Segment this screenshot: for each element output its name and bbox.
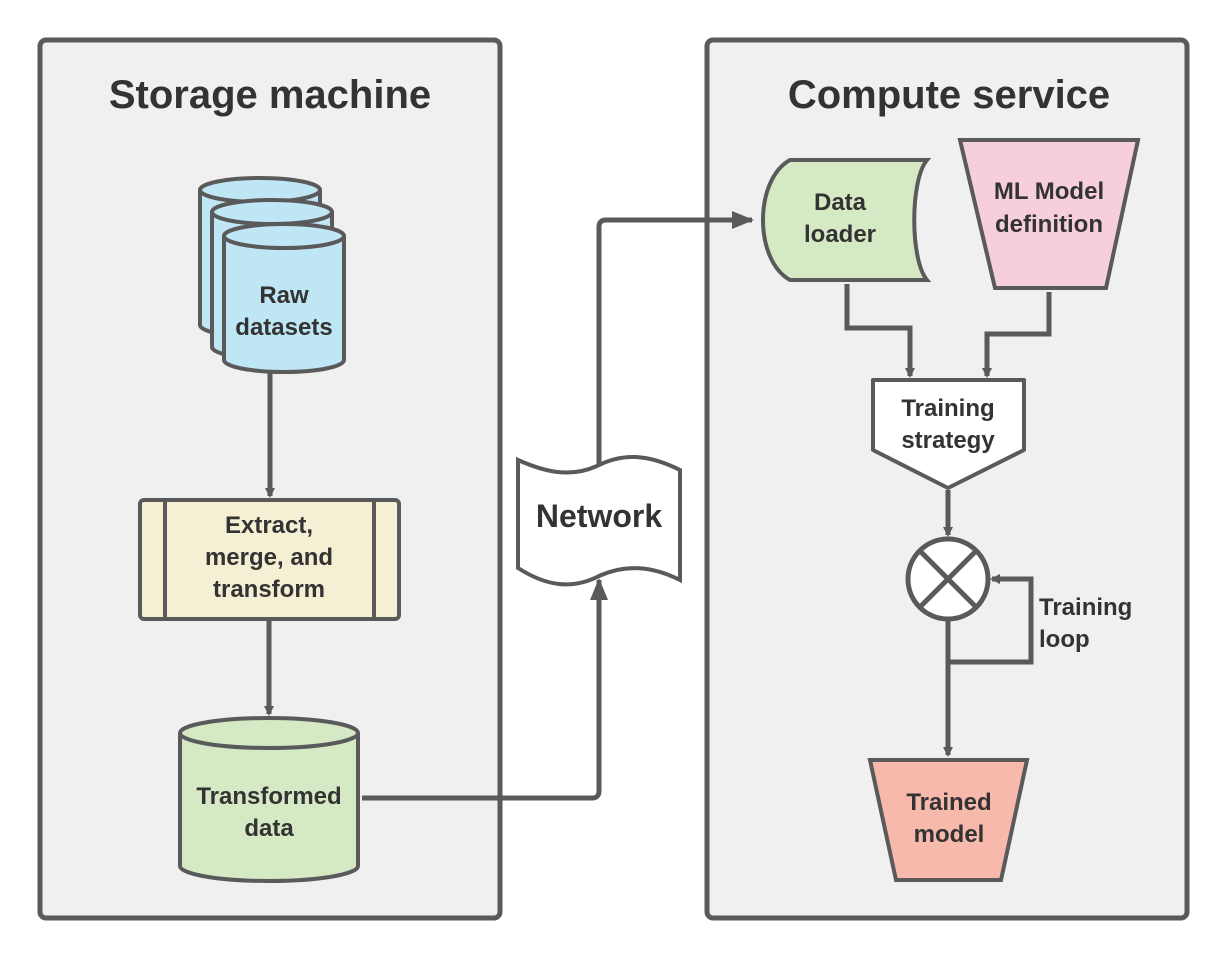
network-node: Network [516, 455, 682, 587]
training-strategy-label-line1: Training [901, 395, 994, 422]
arrow-transformed-to-network [362, 578, 608, 801]
etl-label-line2: merge, and [205, 544, 333, 571]
compute-panel-title: Compute service [788, 73, 1110, 117]
transformed-data-label-line2: data [244, 815, 294, 842]
training-strategy-node: Training strategy [871, 378, 1026, 490]
etl-process-node: Extract, merge, and transform [138, 498, 401, 621]
raw-datasets-cylinder-front [222, 222, 346, 374]
data-loader-label-line2: loader [804, 221, 876, 248]
etl-label-line3: transform [213, 576, 325, 603]
transformed-data-node: Transformed data [178, 716, 360, 883]
storage-panel-title: Storage machine [109, 73, 431, 117]
trained-model-node: Trained model [867, 758, 1030, 882]
data-loader-label-line1: Data [814, 189, 867, 216]
arrow-data-loader-to-strategy [844, 284, 915, 378]
arrow-network-to-data-loader [596, 211, 754, 464]
raw-datasets-node: Raw datasets [198, 176, 346, 374]
network-label: Network [536, 498, 662, 534]
raw-datasets-label-line1: Raw [259, 282, 309, 309]
trained-model-label-line2: model [914, 821, 985, 848]
training-strategy-label-line2: strategy [901, 427, 995, 454]
trained-model-label-line1: Trained [906, 789, 991, 816]
training-loop-junction [905, 536, 991, 622]
training-loop-label-line1: Training [1039, 594, 1132, 621]
ml-model-definition-node: ML Model definition [957, 138, 1141, 290]
data-loader-node: Data loader [761, 158, 932, 282]
raw-datasets-label-line2: datasets [235, 314, 332, 341]
training-loop-feedback-arrow [945, 574, 1034, 665]
arrow-ml-model-to-strategy [982, 292, 1052, 378]
training-loop-label-line2: loop [1039, 626, 1090, 653]
etl-label-line1: Extract, [225, 512, 313, 539]
transformed-data-label-line1: Transformed [196, 783, 341, 810]
ml-model-label-line1: ML Model [994, 178, 1104, 205]
ml-model-label-line2: definition [995, 211, 1103, 238]
